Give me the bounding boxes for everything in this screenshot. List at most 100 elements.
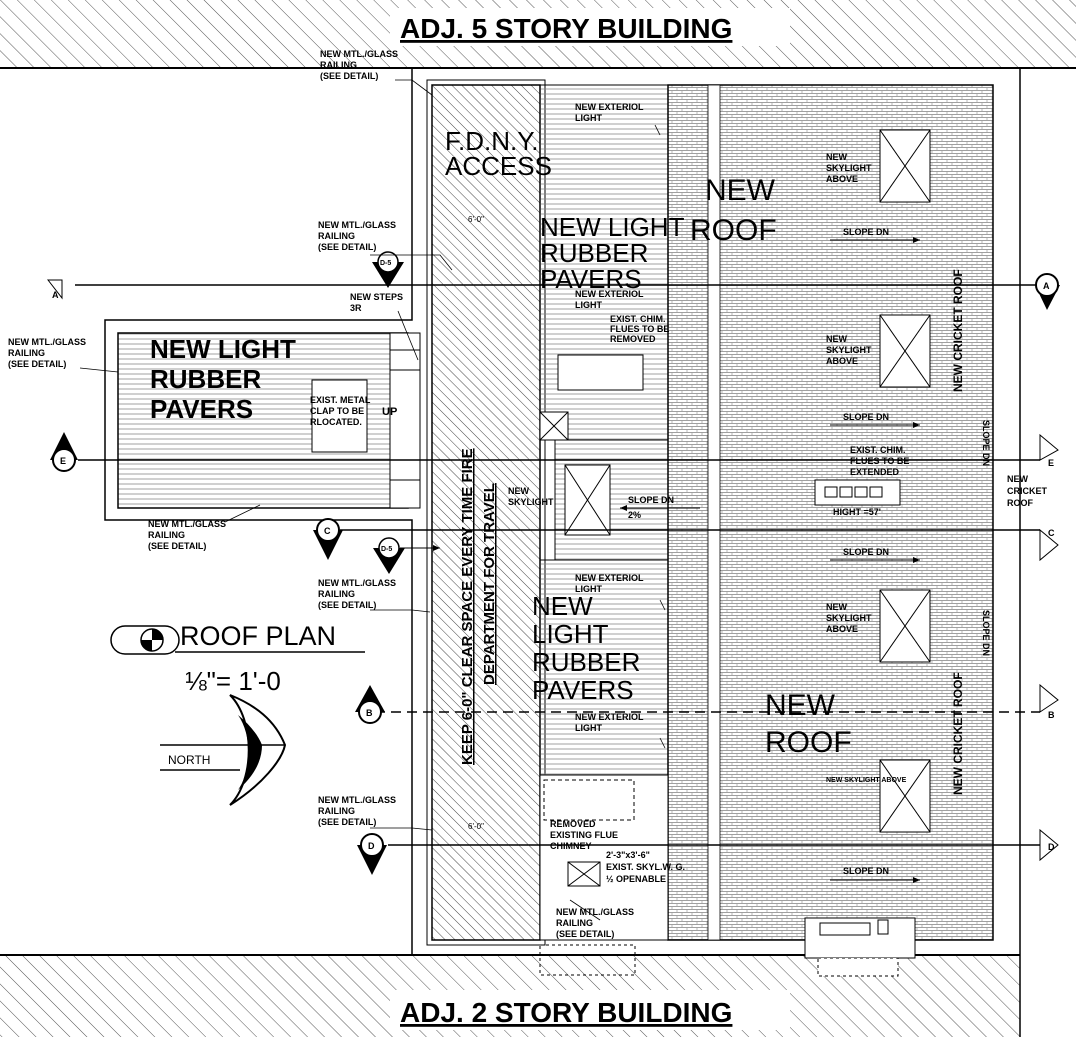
svg-text:SKYLIGHT: SKYLIGHT	[508, 497, 554, 507]
dimension-lower: 6'-0"	[468, 822, 484, 831]
svg-text:NEW MTL./GLASS: NEW MTL./GLASS	[8, 337, 86, 347]
north-arrow-icon: NORTH	[160, 694, 287, 806]
svg-text:2'-3"x3'-6": 2'-3"x3'-6"	[606, 850, 650, 860]
clear-space-note: KEEP 6-0" CLEAR SPACE EVERY TIME FIRE DE…	[459, 448, 498, 765]
note-slope-2pct: SLOPE DN 2%	[628, 495, 674, 520]
svg-text:½ OPENABLE: ½ OPENABLE	[606, 874, 666, 884]
section-marker-e-right: E	[1039, 433, 1059, 468]
note-ext-light-2: NEW EXTERIOL LIGHT	[575, 289, 644, 310]
plan-label: ROOF PLAN ⅛"= 1'-0	[110, 621, 365, 696]
new-roof-area	[667, 84, 994, 941]
svg-text:RLOCATED.: RLOCATED.	[310, 417, 362, 427]
svg-text:LIGHT: LIGHT	[532, 619, 609, 649]
svg-text:ROOF: ROOF	[690, 214, 777, 247]
plan-scale: ⅛"= 1'-0	[185, 666, 281, 696]
svg-text:REMOVED: REMOVED	[550, 819, 596, 829]
svg-text:CRICKET: CRICKET	[1007, 486, 1048, 496]
svg-text:NEW EXTERIOL: NEW EXTERIOL	[575, 102, 644, 112]
note-ext-light-3: NEW EXTERIOL LIGHT	[575, 573, 644, 594]
note-slope-3: SLOPE DN	[843, 547, 889, 557]
svg-text:NEW EXTERIOL: NEW EXTERIOL	[575, 289, 644, 299]
svg-text:CLAP TO BE: CLAP TO BE	[310, 406, 364, 416]
svg-text:NEW: NEW	[508, 486, 530, 496]
svg-text:ABOVE: ABOVE	[826, 624, 858, 634]
section-c-label: C	[324, 526, 331, 536]
svg-text:RAILING: RAILING	[318, 589, 355, 599]
svg-text:NEW EXTERIOL: NEW EXTERIOL	[575, 573, 644, 583]
svg-text:CHIMNEY: CHIMNEY	[550, 841, 592, 851]
svg-text:(SEE DETAIL): (SEE DETAIL)	[148, 541, 206, 551]
north-label: NORTH	[168, 753, 210, 767]
svg-text:NEW: NEW	[705, 174, 776, 207]
section-e-label-right: E	[1048, 458, 1054, 468]
note-ext-light-1: NEW EXTERIOL LIGHT	[575, 102, 644, 123]
detail-ref-lower: D-5	[373, 537, 405, 574]
svg-text:EXIST. SKYL.W. G.: EXIST. SKYL.W. G.	[606, 862, 685, 872]
section-a-label-right: A	[1043, 281, 1050, 291]
svg-text:NEW MTL./GLASS: NEW MTL./GLASS	[318, 795, 396, 805]
section-b-label-right: B	[1048, 710, 1055, 720]
svg-text:RAILING: RAILING	[556, 918, 593, 928]
note-railing-2: NEW MTL./GLASS RAILING (SEE DETAIL)	[318, 220, 396, 252]
note-railing-top: NEW MTL./GLASS RAILING (SEE DETAIL)	[320, 49, 398, 81]
svg-text:3R: 3R	[350, 303, 362, 313]
note-skylight-1: NEW SKYLIGHT ABOVE	[826, 152, 872, 184]
svg-text:(SEE DETAIL): (SEE DETAIL)	[320, 71, 378, 81]
cricket-roof-lower: NEW CRICKET ROOF	[951, 672, 965, 795]
section-marker-c-right: C	[1039, 528, 1059, 562]
svg-text:(SEE DETAIL): (SEE DETAIL)	[8, 359, 66, 369]
note-exist-skylight: 2'-3"x3'-6" EXIST. SKYL.W. G. ½ OPENABLE	[606, 850, 685, 884]
cricket-roof-upper: NEW CRICKET ROOF	[951, 269, 965, 392]
svg-text:ROOF: ROOF	[765, 726, 852, 759]
svg-text:RAILING: RAILING	[8, 348, 45, 358]
svg-text:ABOVE: ABOVE	[826, 356, 858, 366]
section-marker-b-right: B	[1039, 683, 1059, 720]
svg-text:NEW MTL./GLASS: NEW MTL./GLASS	[318, 220, 396, 230]
svg-text:RUBBER: RUBBER	[540, 238, 648, 268]
svg-text:NEW MTL./GLASS: NEW MTL./GLASS	[556, 907, 634, 917]
section-marker-a-left: A	[46, 279, 63, 300]
svg-text:SKYLIGHT: SKYLIGHT	[826, 163, 872, 173]
section-marker-c-left: C	[313, 518, 343, 560]
plan-title: ROOF PLAN	[180, 621, 336, 651]
note-railing-4: NEW MTL./GLASS RAILING (SEE DETAIL)	[318, 795, 396, 827]
note-new-cricket: NEW CRICKET ROOF	[1007, 474, 1048, 508]
skylight-4	[879, 759, 931, 833]
note-railing-3: NEW MTL./GLASS RAILING (SEE DETAIL)	[318, 578, 396, 610]
svg-text:ROOF: ROOF	[1007, 498, 1034, 508]
building-outline	[104, 68, 1020, 956]
section-d-label: D	[368, 841, 375, 851]
svg-text:PAVERS: PAVERS	[150, 394, 253, 424]
title-top: ADJ. 5 STORY BUILDING	[400, 13, 732, 44]
note-exist-metal: EXIST. METAL CLAP TO BE RLOCATED.	[310, 395, 371, 427]
section-d-label-right: D	[1048, 842, 1055, 852]
note-skylight-mid: NEW SKYLIGHT	[508, 486, 554, 507]
new-roof-lower-label: NEW ROOF	[765, 689, 852, 759]
title-bottom: ADJ. 2 STORY BUILDING	[400, 997, 732, 1028]
svg-text:EXIST. CHIM.: EXIST. CHIM.	[610, 314, 666, 324]
note-slope-1: SLOPE DN	[843, 227, 889, 237]
svg-text:SKYLIGHT: SKYLIGHT	[826, 345, 872, 355]
section-a-label: A	[52, 290, 59, 300]
svg-text:NEW MTL./GLASS: NEW MTL./GLASS	[318, 578, 396, 588]
svg-text:EXISTING FLUE: EXISTING FLUE	[550, 830, 618, 840]
section-marker-d-right: D	[1039, 828, 1059, 862]
svg-text:(SEE DETAIL): (SEE DETAIL)	[556, 929, 614, 939]
svg-text:NEW: NEW	[826, 152, 848, 162]
svg-text:ACCESS: ACCESS	[445, 151, 552, 181]
svg-text:NEW: NEW	[826, 334, 848, 344]
pavers-left-label: NEW LIGHT RUBBER PAVERS	[150, 334, 296, 424]
note-height: HIGHT =57'	[833, 507, 881, 517]
section-marker-b-left: B	[355, 685, 385, 724]
svg-text:LIGHT: LIGHT	[575, 113, 602, 123]
svg-text:RUBBER: RUBBER	[532, 647, 640, 677]
skylight-2	[879, 314, 931, 388]
note-exist-chim-upper: EXIST. CHIM. FLUES TO BE REMOVED	[610, 314, 669, 344]
pavers-upper-label: NEW LIGHT RUBBER PAVERS	[540, 212, 685, 294]
svg-text:SLOPE DN: SLOPE DN	[981, 610, 991, 656]
dimension-upper: 6'-0"	[468, 215, 484, 224]
fdny-access-label: F.D.N.Y. ACCESS	[445, 126, 552, 181]
note-ext-light-4: NEW EXTERIOL LIGHT	[575, 712, 644, 733]
note-up: UP	[382, 406, 397, 418]
svg-text:PAVERS: PAVERS	[532, 675, 634, 705]
